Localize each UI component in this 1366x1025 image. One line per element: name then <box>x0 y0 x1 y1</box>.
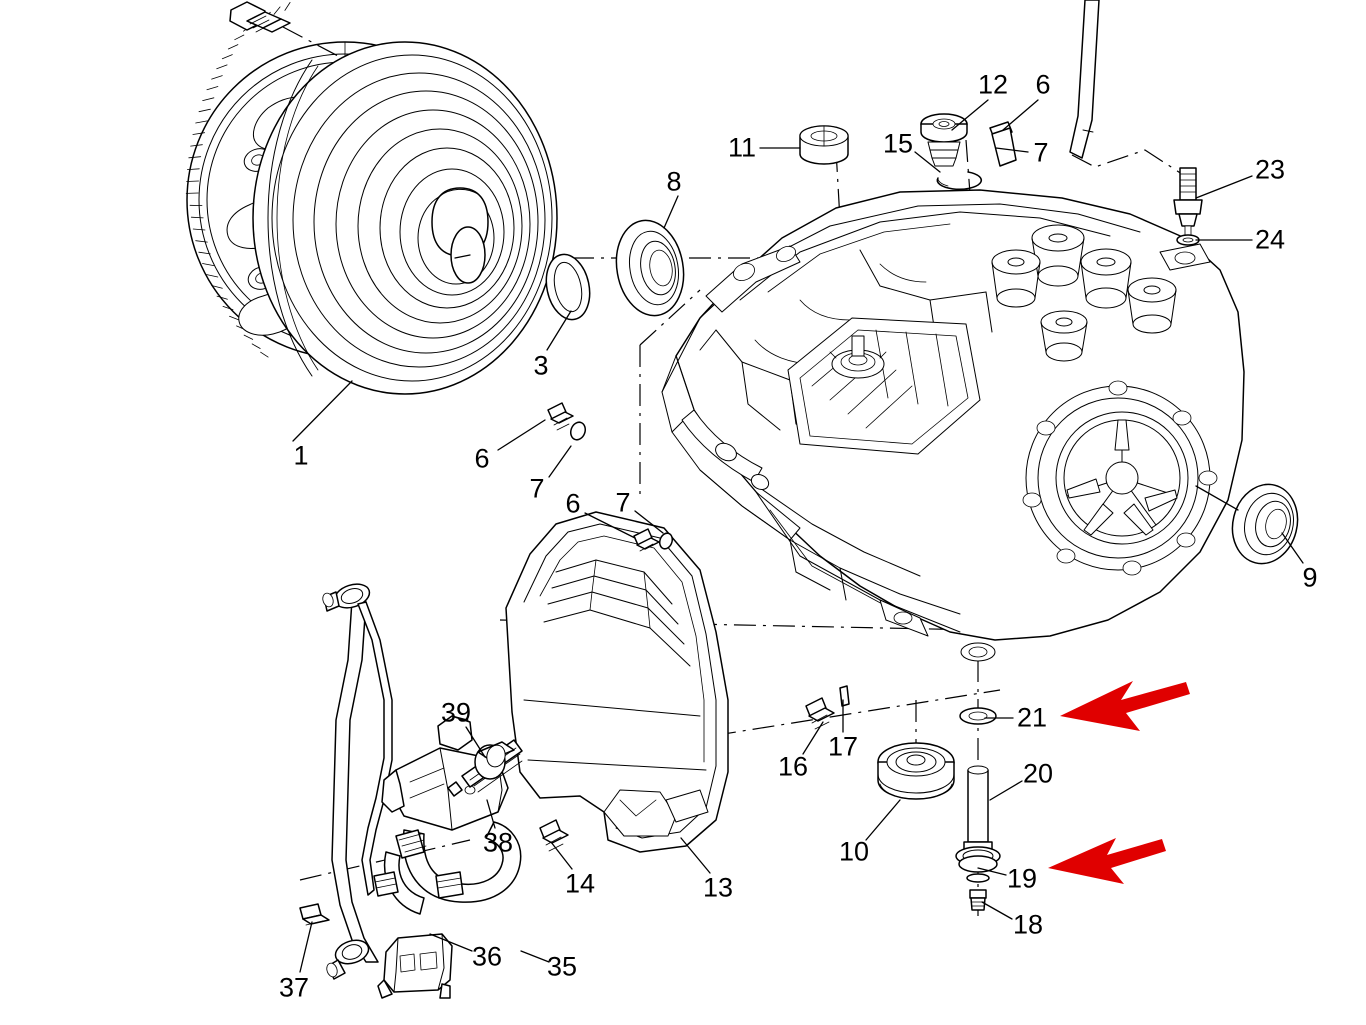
callout-13: 13 <box>702 872 734 903</box>
callout-18: 18 <box>1012 909 1044 940</box>
cover-bolt-upper <box>497 402 587 478</box>
callout-23: 23 <box>1254 154 1286 185</box>
callout-9: 9 <box>1302 562 1318 593</box>
callout-10: 10 <box>838 836 870 867</box>
drain-plug-cap <box>865 742 955 841</box>
highlight-arrow-19 <box>1048 838 1166 884</box>
callout-6c: 6 <box>1035 69 1051 100</box>
callout-7a: 7 <box>529 473 545 504</box>
cooler-line-assembly <box>299 583 573 999</box>
callout-15: 15 <box>882 128 914 159</box>
callout-17: 17 <box>827 731 859 762</box>
callout-16: 16 <box>777 751 809 782</box>
callout-leader-lines <box>292 380 353 442</box>
torque-converter-assembly <box>185 1 558 395</box>
callout-8: 8 <box>666 166 682 197</box>
transaxle-case <box>661 189 1245 662</box>
selector-shaft-bushing <box>759 125 849 165</box>
axle-output-seal <box>1195 483 1304 565</box>
cover-bolt-14 <box>539 819 573 870</box>
converter-bolt <box>229 1 291 33</box>
dowel-pin-17 <box>839 685 850 733</box>
callout-1: 1 <box>293 440 309 471</box>
callout-38: 38 <box>482 827 514 858</box>
callout-6a: 6 <box>474 443 490 474</box>
callout-11: 11 <box>727 132 757 163</box>
differential-housing <box>1022 380 1218 576</box>
callout-35: 35 <box>546 951 578 982</box>
filler-plug <box>920 99 989 167</box>
highlight-arrows <box>1048 681 1190 884</box>
callout-39: 39 <box>440 697 472 728</box>
retaining-ring <box>914 151 982 190</box>
callout-37: 37 <box>278 972 310 1003</box>
callout-12: 12 <box>977 69 1009 100</box>
callout-21: 21 <box>1016 702 1048 733</box>
callout-7c: 7 <box>1033 137 1049 168</box>
vent-fitting-assembly <box>1069 0 1253 246</box>
converter-oil-seal <box>615 195 685 317</box>
dipstick-tube-assembly <box>955 707 1023 920</box>
case-bolt-16 <box>802 697 835 755</box>
callout-20: 20 <box>1022 758 1054 789</box>
harness-connector-clip <box>377 933 473 999</box>
side-cover <box>505 511 729 874</box>
highlight-arrow-21 <box>1060 681 1190 731</box>
manual-shaft-boss <box>829 335 887 379</box>
union-fitting-39 <box>465 726 515 780</box>
line-retainer-bolt <box>299 903 330 973</box>
callout-7b: 7 <box>615 487 631 518</box>
callout-3: 3 <box>533 350 549 381</box>
callout-19: 19 <box>1006 863 1038 894</box>
callout-36: 36 <box>471 941 503 972</box>
cover-bolt-lower <box>584 510 674 552</box>
callout-14: 14 <box>564 868 596 899</box>
case-bolt-upper-right <box>989 99 1039 167</box>
converter-hub-o-ring <box>545 253 591 351</box>
callout-6b: 6 <box>565 488 581 519</box>
callout-24: 24 <box>1254 224 1286 255</box>
